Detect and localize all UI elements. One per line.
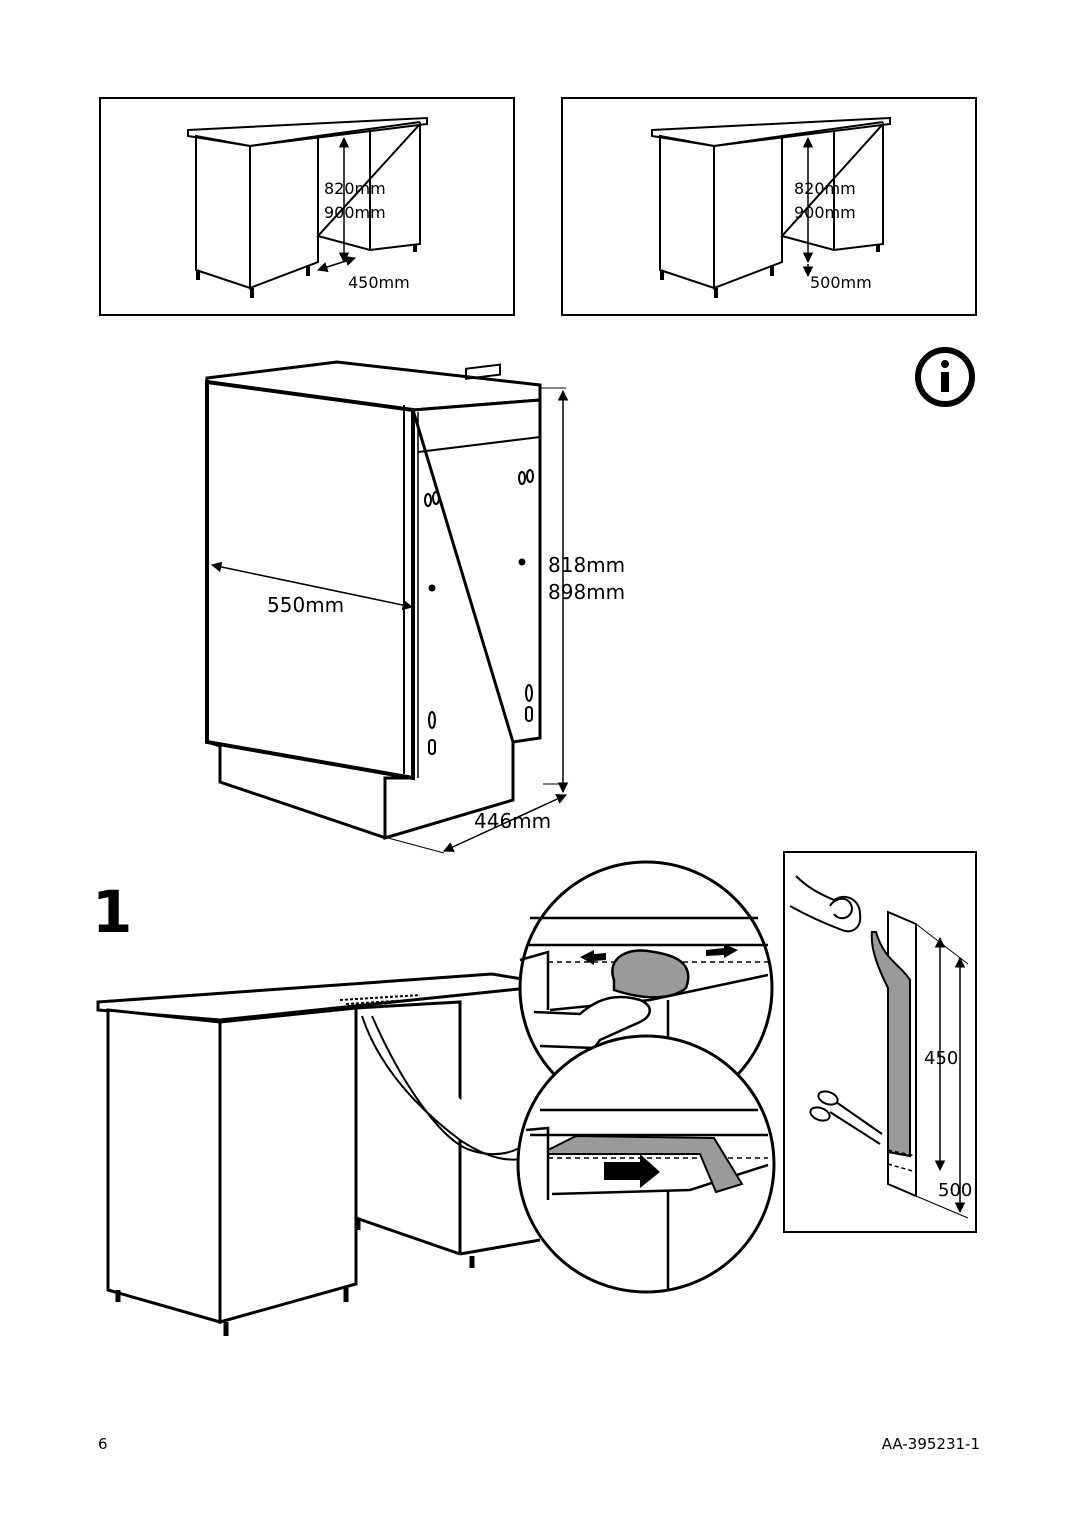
panel-frame xyxy=(561,97,977,316)
depth-label: 500mm xyxy=(810,273,872,292)
width-dimension-line xyxy=(210,561,414,611)
mounting-holes xyxy=(424,469,534,755)
length-long-label: 500 xyxy=(938,1180,972,1201)
panel-frame xyxy=(99,97,515,316)
info-icon xyxy=(915,347,975,407)
height-min-label: 820mm xyxy=(324,179,386,198)
cabinet-drawing xyxy=(651,116,891,298)
height-min-label: 818mm xyxy=(548,553,625,577)
depth-label: 450mm xyxy=(348,273,410,292)
width-label: 550mm xyxy=(267,593,344,617)
height-max-label: 900mm xyxy=(794,203,856,222)
depth-label: 446mm xyxy=(474,809,551,833)
arrow-right-icon xyxy=(706,944,738,958)
arrow-left-icon xyxy=(580,950,606,965)
length-short-label: 450 xyxy=(924,1048,958,1069)
hand-icon xyxy=(611,949,690,999)
cabinet-panel-left: 820mm 900mm 450mm xyxy=(99,97,515,316)
depth-dimension-line xyxy=(317,255,356,273)
arrow-right-icon xyxy=(604,1154,660,1188)
cabinet-panel-right: 820mm 900mm 500mm xyxy=(561,97,977,316)
scissors-icon xyxy=(809,1090,883,1145)
depth-dimension-line xyxy=(443,794,567,852)
page-number: 6 xyxy=(98,1435,108,1453)
countertop-vent-slots xyxy=(339,994,427,1005)
height-min-label: 820mm xyxy=(794,179,856,198)
cabinet-drawing xyxy=(187,116,428,298)
adhesive-strip xyxy=(547,1134,744,1194)
height-max-label: 898mm xyxy=(548,580,625,604)
installation-cabinet-drawing xyxy=(96,972,541,1336)
height-max-label: 900mm xyxy=(324,203,386,222)
dishwasher-drawing xyxy=(205,360,542,841)
strip-cutting-panel: 450 500 xyxy=(783,851,977,1233)
detail-circle-bottom xyxy=(516,1034,776,1294)
step-number: 1 xyxy=(92,878,132,946)
document-code: AA-395231-1 xyxy=(882,1435,980,1453)
panel-frame xyxy=(783,851,977,1233)
